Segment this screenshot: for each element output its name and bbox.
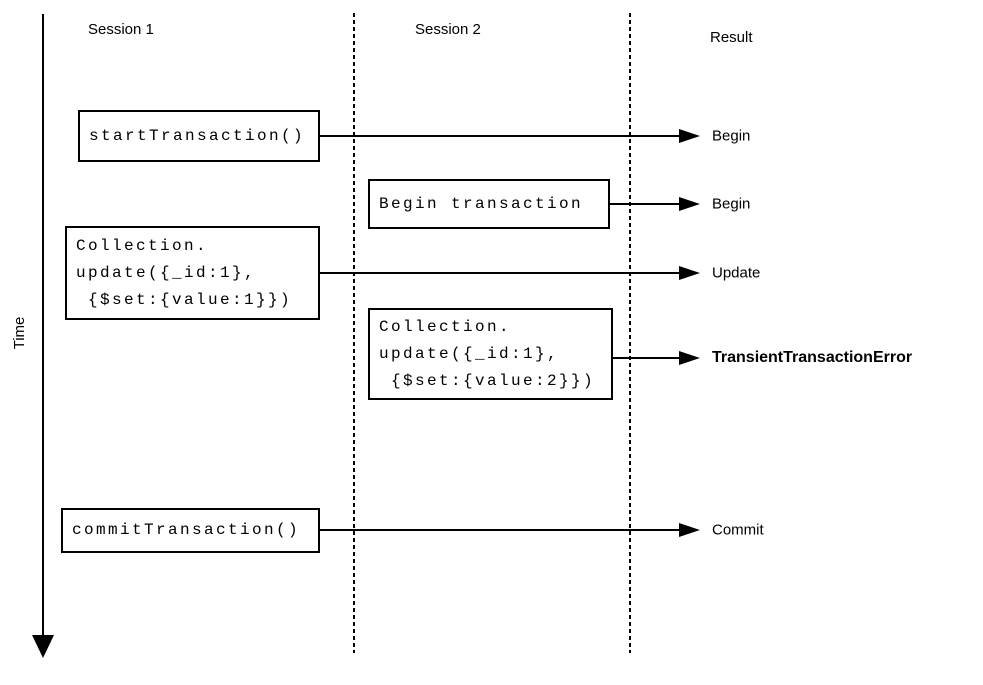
- arrow-shaft: [613, 357, 679, 359]
- column-header-session2: Session 2: [415, 21, 481, 38]
- time-axis-line: [42, 14, 44, 638]
- result-label-transient-transaction-error: TransientTransactionError: [712, 349, 913, 366]
- arrowhead-icon: [679, 129, 700, 143]
- code-box-commit-transaction: commitTransaction(): [61, 508, 320, 553]
- column-separator-2: [629, 13, 631, 653]
- result-label-update: Update: [712, 264, 761, 282]
- arrow-begin-transaction: [610, 197, 700, 211]
- arrow-shaft: [320, 135, 679, 137]
- column-header-result: Result: [710, 29, 753, 46]
- code-box-update-value-2: Collection. update({_id:1}, {$set:{value…: [368, 308, 613, 400]
- time-axis-label: Time: [11, 316, 28, 350]
- result-label-begin-1: Begin: [712, 127, 751, 145]
- arrow-shaft: [320, 529, 679, 531]
- arrow-update-value-2: [613, 351, 700, 365]
- result-label-commit: Commit: [712, 521, 764, 539]
- arrowhead-icon: [679, 197, 700, 211]
- arrow-update-value-1: [320, 266, 700, 280]
- code-box-update-value-1: Collection. update({_id:1}, {$set:{value…: [65, 226, 320, 320]
- result-label-begin-2: Begin: [712, 195, 751, 213]
- arrow-commit-transaction: [320, 523, 700, 537]
- column-header-session1: Session 1: [88, 21, 154, 38]
- arrow-start-transaction: [320, 129, 700, 143]
- code-box-start-transaction: startTransaction(): [78, 110, 320, 162]
- arrowhead-icon: [679, 351, 700, 365]
- arrowhead-icon: [679, 523, 700, 537]
- column-separator-1: [353, 13, 355, 653]
- arrow-shaft: [320, 272, 679, 274]
- arrow-shaft: [610, 203, 679, 205]
- time-axis-arrowhead-icon: [32, 635, 54, 658]
- arrowhead-icon: [679, 266, 700, 280]
- code-box-begin-transaction: Begin transaction: [368, 179, 610, 229]
